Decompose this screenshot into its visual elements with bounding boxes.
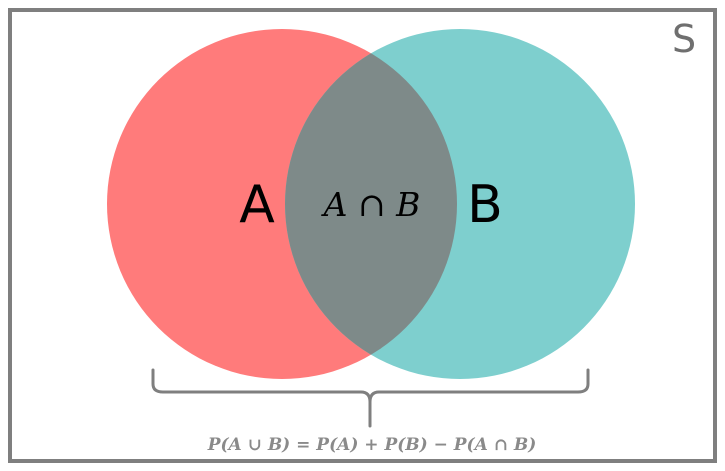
union-brace: [151, 368, 590, 428]
universe-label: S: [672, 17, 696, 61]
intersection-region: [285, 29, 457, 379]
intersection-label: A ∩ B: [321, 185, 421, 224]
set-b-label: B: [467, 175, 503, 235]
set-a-label: A: [239, 175, 275, 235]
union-formula: P(A ∪ B) = P(A) + P(B) − P(A ∩ B): [207, 435, 537, 455]
